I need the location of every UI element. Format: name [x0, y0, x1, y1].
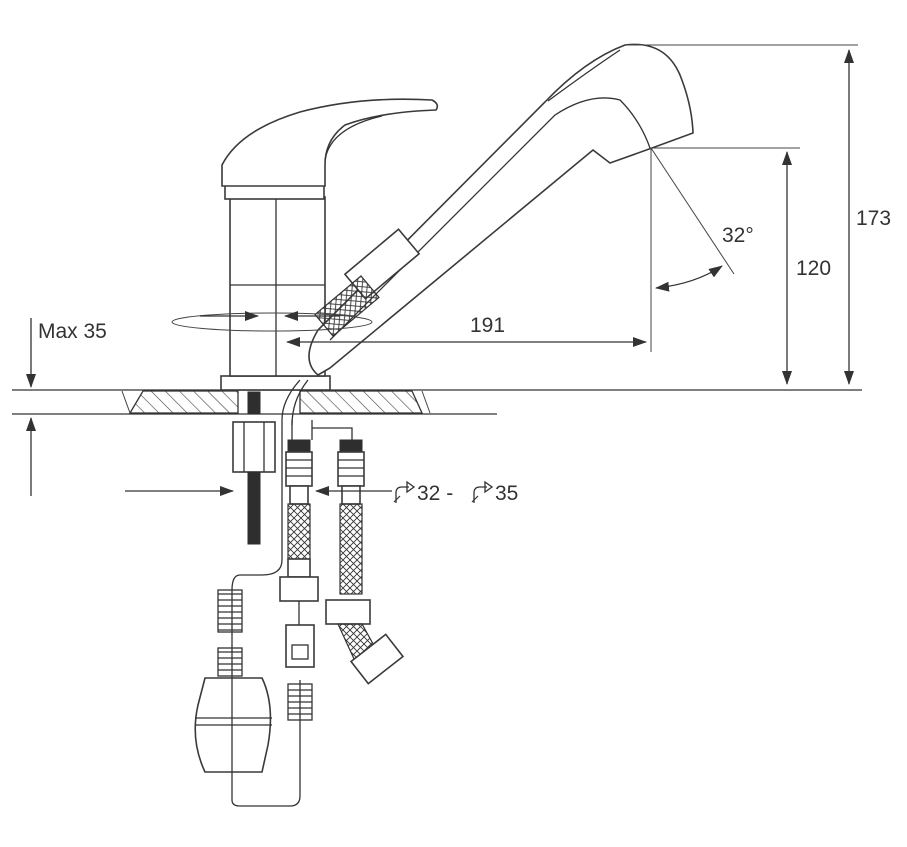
reach-label: 191 — [470, 314, 505, 337]
dimension-max-thickness: Max 35 — [26, 318, 107, 496]
rotation-indicator — [171, 311, 373, 332]
hose-weight — [194, 677, 272, 773]
countertop — [12, 389, 862, 415]
hole-diameter-suffix-label: 35 — [495, 482, 518, 505]
hose-spring-upper — [217, 589, 243, 633]
diameter-hole-icon — [471, 480, 494, 503]
max-thickness-label: Max 35 — [38, 320, 107, 343]
angle-label: 32° — [722, 224, 754, 247]
supply-hose-cold — [279, 420, 319, 721]
supply-hose-hot — [312, 427, 405, 685]
dimension-spout-height: 120 — [653, 147, 831, 385]
dimension-angle: 32° — [650, 147, 754, 292]
total-height-label: 173 — [856, 207, 891, 230]
mounting-rod — [232, 391, 276, 545]
lever-handle — [221, 98, 439, 187]
dimension-total-height: 173 — [628, 44, 891, 385]
spray-hose — [194, 379, 309, 807]
hole-diameter-prefix-label: 32 - — [417, 482, 453, 505]
supply-spring — [287, 683, 313, 721]
diameter-hole-icon — [393, 480, 416, 503]
hose-spring-lower — [217, 647, 243, 677]
spout-height-label: 120 — [796, 257, 831, 280]
dimension-hole-diameter: 32 - 35 — [125, 480, 518, 505]
dimension-reach: 191 — [286, 148, 652, 352]
